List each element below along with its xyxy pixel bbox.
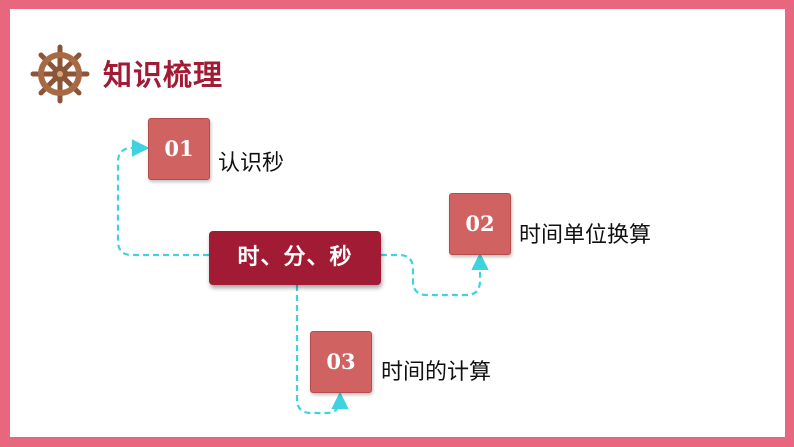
page-title: 知识梳理 [103,58,224,92]
item-number-03: 03 [310,331,372,393]
item-label-01: 认识秒 [218,151,285,176]
ship-wheel-icon [30,44,90,104]
item-label-03: 时间的计算 [381,360,492,385]
connector-02 [381,252,489,297]
center-topic-box: 时、分、秒 [209,231,381,285]
item-number-01: 01 [148,118,210,180]
slide [10,9,785,437]
connector-03 [295,285,349,415]
connector-01 [116,139,209,257]
item-number-02: 02 [449,193,511,255]
item-label-02: 时间单位换算 [519,223,652,248]
